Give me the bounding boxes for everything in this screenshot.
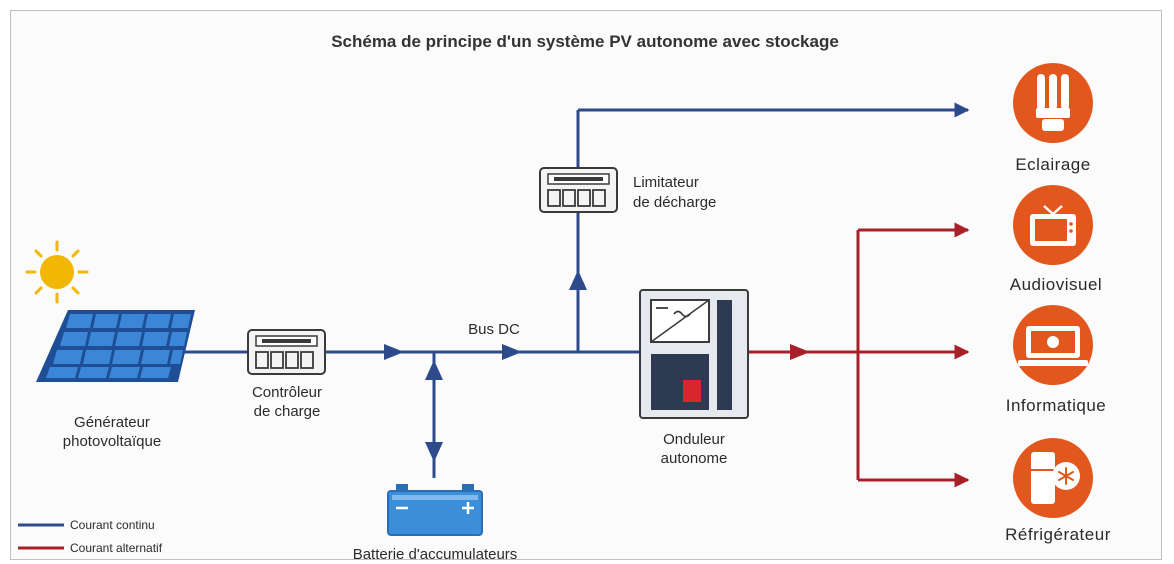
inverter-label-line1: Onduleur [663, 431, 725, 448]
legend-label-dc: Courant continu [70, 518, 155, 532]
computer-icon [1013, 305, 1093, 385]
battery-icon [387, 484, 483, 536]
load-label-audiovisuel: Audiovisuel [1010, 275, 1102, 294]
arrow-ac-1 [790, 344, 810, 360]
sun-icon [25, 240, 89, 304]
dc-arrows [384, 270, 587, 462]
ac-arrows [790, 344, 810, 360]
light-bulb-icon [1013, 63, 1093, 143]
load-label-refrigerateur: Réfrigérateur [1005, 525, 1111, 544]
solar-panel-icon [36, 310, 195, 382]
limiter-label-line2: de décharge [633, 194, 716, 211]
load-label-eclairage: Eclairage [1015, 155, 1090, 174]
fridge-icon [1013, 438, 1093, 518]
inverter-label-line2: autonome [661, 450, 728, 467]
arrow-battery-down [425, 442, 443, 462]
legend-label-ac: Courant alternatif [70, 541, 163, 555]
diagram-title: Schéma de principe d'un système PV auton… [331, 32, 839, 51]
tv-icon [1013, 185, 1093, 265]
dc-wiring [184, 102, 970, 478]
arrow-battery-up [425, 360, 443, 380]
diagram-frame [10, 10, 1162, 560]
bus-dc-label: Bus DC [468, 321, 520, 338]
load-label-informatique: Informatique [1006, 396, 1107, 415]
charge-controller-icon [247, 329, 326, 375]
generator-label-line1: Générateur [74, 414, 150, 431]
ac-wiring [748, 222, 970, 488]
arrow-bus-1 [384, 344, 404, 360]
limiter-label-line1: Limitateur [633, 174, 699, 191]
controller-label-line2: de charge [254, 403, 321, 420]
controller-label-line1: Contrôleur [252, 384, 322, 401]
arrow-bus-2 [502, 344, 522, 360]
legend: Courant continu Courant alternatif [18, 518, 163, 555]
battery-label: Batterie d'accumulateurs [353, 546, 518, 563]
arrow-limiter-up [569, 270, 587, 290]
generator-label-line2: photovoltaïque [63, 433, 161, 450]
discharge-limiter-icon [539, 167, 618, 213]
inverter-icon [639, 289, 749, 419]
